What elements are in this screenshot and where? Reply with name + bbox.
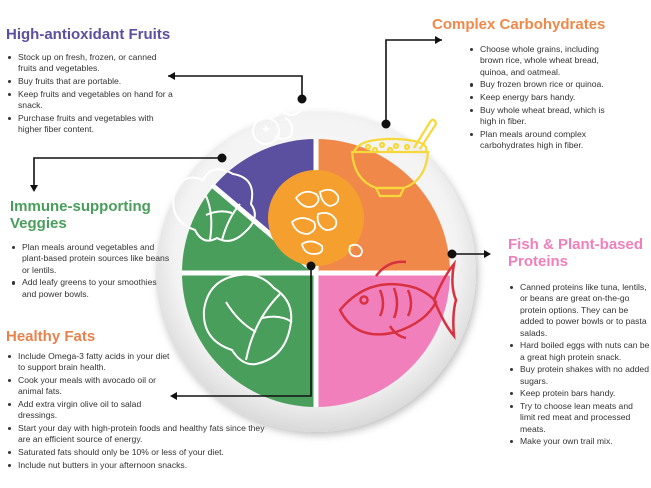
list-item: Hard boiled eggs with nuts can be a grea… [508,340,650,363]
list-item: Buy whole wheat bread, which is high in … [468,105,610,128]
list-item: Plan meals around vegetables and plant-b… [10,242,170,276]
fats-section: Healthy Fats Include Omega-3 fatty acids… [6,328,276,472]
list-item: Start your day with high-protein foods a… [6,423,271,446]
list-item: Keep energy bars handy. [468,92,610,103]
fruits-list: Stock up on fresh, frozen, or canned fru… [6,52,174,135]
list-item: Add extra virgin olive oil to salad dres… [6,399,174,422]
list-item: Include nut butters in your afternoon sn… [6,460,271,471]
connector-arrowheads [30,36,491,400]
list-item: Include Omega-3 fatty acids in your diet… [6,351,174,374]
veggies-title-line2: Veggies [10,215,67,232]
nuts-icon [290,188,363,258]
fats-title: Healthy Fats [6,328,96,345]
fruits-title: High-antioxidant Fruits [6,26,171,43]
list-item: Keep protein bars handy. [508,388,650,399]
list-item: Cook your meals with avocado oil or anim… [6,375,174,398]
carbs-list-wrap: Choose whole grains, including brown ric… [468,44,610,153]
fish-section: Fish & Plant-based Proteins Canned prote… [508,236,650,449]
carbs-title: Complex Carbohydrates [432,16,606,33]
connector-lines [33,39,487,397]
veggies-section: Immune-supporting Veggies Plan meals aro… [10,198,170,301]
cabbage-icon [172,168,256,242]
list-item: Choose whole grains, including brown ric… [468,44,610,78]
list-item: Plan meals around complex carbohydrates … [468,129,610,152]
list-item: Add leafy greens to your smoothies and p… [10,277,170,300]
fish-title-line2: Proteins [508,253,569,270]
carbs-section: Complex Carbohydrates [432,16,632,39]
list-item: Saturated fats should only be 10% or les… [6,447,271,458]
fats-list-wide: Start your day with high-protein foods a… [6,423,271,471]
list-item: Make your own trail mix. [508,436,650,447]
list-item: Buy protein shakes with no added sugars. [508,364,650,387]
list-item: Stock up on fresh, frozen, or canned fru… [6,52,174,75]
list-item: Buy fruits that are portable. [6,76,174,87]
list-item: Keep fruits and vegetables on hand for a… [6,89,174,112]
fruits-section: High-antioxidant Fruits Stock up on fres… [6,26,174,137]
fats-list-short: Include Omega-3 fatty acids in your diet… [6,351,174,422]
list-item: Buy frozen brown rice or quinoa. [468,79,610,90]
cereal-bowl-icon [350,118,437,198]
fish-list: Canned proteins like tuna, lentils, or b… [508,282,650,448]
connector-dots [217,94,457,271]
veggies-list: Plan meals around vegetables and plant-b… [10,242,170,300]
carbs-list: Choose whole grains, including brown ric… [468,44,610,151]
fish-title-line1: Fish & Plant-based [508,236,644,253]
list-item: Canned proteins like tuna, lentils, or b… [508,282,650,339]
list-item: Purchase fruits and vegetables with high… [6,113,174,136]
fish-title: Fish & Plant-based Proteins [508,236,650,270]
fish-icon [338,259,458,340]
veggies-title-line1: Immune-supporting [10,198,151,215]
veggies-title: Immune-supporting Veggies [10,198,170,232]
list-item: Try to choose lean meats and limit red m… [508,401,650,435]
center-circle [268,170,364,266]
lettuce-icon [202,273,293,366]
